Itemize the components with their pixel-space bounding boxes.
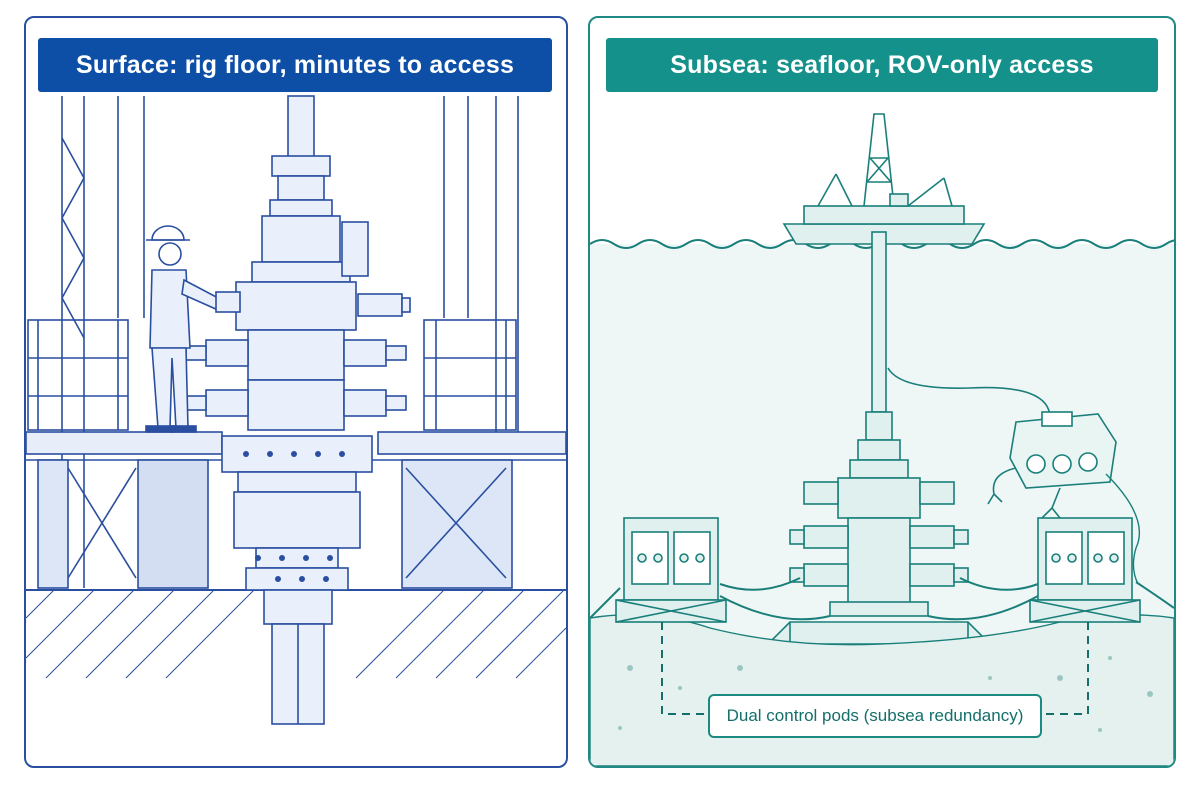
railing-left [27, 319, 129, 431]
flange-bolts [243, 451, 345, 582]
control-hoses [590, 577, 1174, 621]
control-pods-callout: Dual control pods (subsea redundancy) [708, 694, 1042, 738]
subsea-bop-stack-icon [766, 411, 992, 645]
rov-tether [1105, 473, 1140, 585]
rig-floor-deck [26, 431, 566, 589]
subsea-panel: Subsea: seafloor, ROV-only access Dual c… [588, 16, 1176, 768]
control-pod-icon-right [1029, 517, 1141, 623]
seafloor-pebbles [618, 656, 1153, 732]
railing-right [423, 319, 517, 431]
control-pod-icon-left [615, 517, 727, 623]
rov-icon [987, 411, 1117, 519]
rig-vessel-icon [782, 113, 986, 245]
marine-riser [871, 231, 887, 413]
callout-connectors [661, 622, 1089, 715]
derrick-structure-left [61, 96, 145, 588]
surface-panel: Surface: rig floor, minutes to access [24, 16, 568, 768]
subsea-scene [590, 113, 1174, 766]
bop-stack-icon [185, 95, 411, 725]
derrick-structure-right [443, 96, 519, 448]
worker-icon [145, 225, 241, 433]
subsea-panel-title: Subsea: seafloor, ROV-only access [606, 38, 1158, 92]
surface-scene [26, 95, 566, 725]
surface-panel-title: Surface: rig floor, minutes to access [38, 38, 552, 92]
rov-umbilical [887, 367, 1051, 419]
